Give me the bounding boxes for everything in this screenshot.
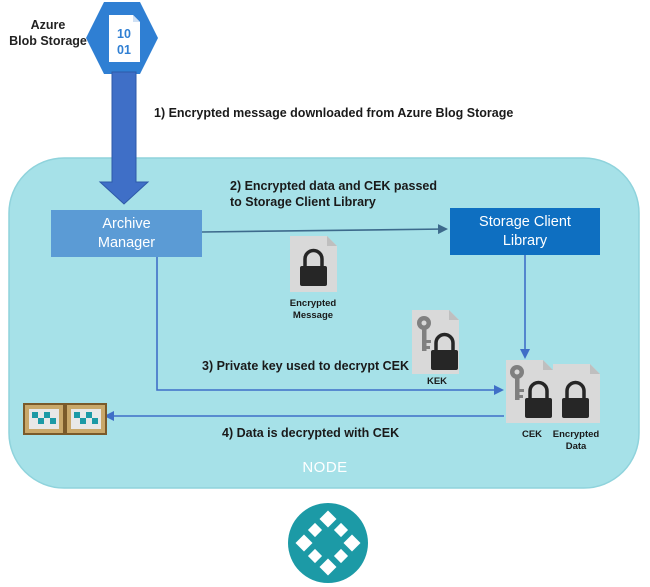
encrypted-message-line2: Message — [292, 310, 334, 321]
azure-blob-storage-icon: 10 01 — [86, 2, 158, 74]
encrypted-data-document-icon — [553, 364, 600, 423]
kek-label: KEK — [426, 376, 448, 387]
storage-client-library-box — [450, 208, 600, 255]
encrypted-message-line1: Encrypted — [289, 298, 337, 309]
decrypted-data-icon — [23, 403, 107, 435]
step1-label: 1) Encrypted message downloaded from Azu… — [154, 106, 514, 120]
encrypted-data-line1: Encrypted — [552, 429, 600, 440]
step2-line1: 2) Encrypted data and CEK passed — [230, 179, 438, 193]
storage-client-line2: Library — [502, 232, 548, 249]
cek-label: CEK — [521, 429, 543, 440]
step4-label: 4) Data is decrypted with CEK — [222, 426, 400, 440]
azure-icon-bits-top: 10 — [117, 27, 131, 41]
archive-manager-label: Archive Manager — [51, 210, 202, 257]
cek-document-icon — [506, 360, 553, 423]
encrypted-data-label: Encrypted Data — [545, 429, 607, 453]
kek-document-icon — [412, 310, 459, 374]
encrypted-message-label: Encrypted Message — [280, 298, 346, 322]
download-arrow — [98, 71, 150, 205]
archive-manager-line2: Manager — [97, 234, 156, 251]
archive-manager-box — [51, 210, 202, 257]
azure-blob-storage-label: Azure Blob Storage — [2, 17, 94, 49]
storage-client-library-label: Storage Client Library — [450, 208, 600, 255]
storage-client-line1: Storage Client — [479, 213, 571, 230]
encrypted-data-line2: Data — [565, 441, 587, 452]
node-logo-icon — [288, 503, 368, 583]
azure-label-line2: Blob Storage — [9, 34, 87, 48]
step2-line2: to Storage Client Library — [230, 195, 376, 209]
azure-icon-bits-bottom: 01 — [117, 43, 131, 57]
step2-label: 2) Encrypted data and CEK passed to Stor… — [230, 178, 437, 210]
pass-data-arrow — [201, 224, 448, 235]
encrypted-message-document-icon — [290, 236, 337, 292]
private-key-arrow — [156, 257, 504, 395]
azure-label-line1: Azure — [30, 18, 66, 32]
archive-manager-line1: Archive — [102, 215, 151, 232]
step3-label: 3) Private key used to decrypt CEK — [202, 359, 410, 373]
node-label: NODE — [302, 459, 348, 476]
